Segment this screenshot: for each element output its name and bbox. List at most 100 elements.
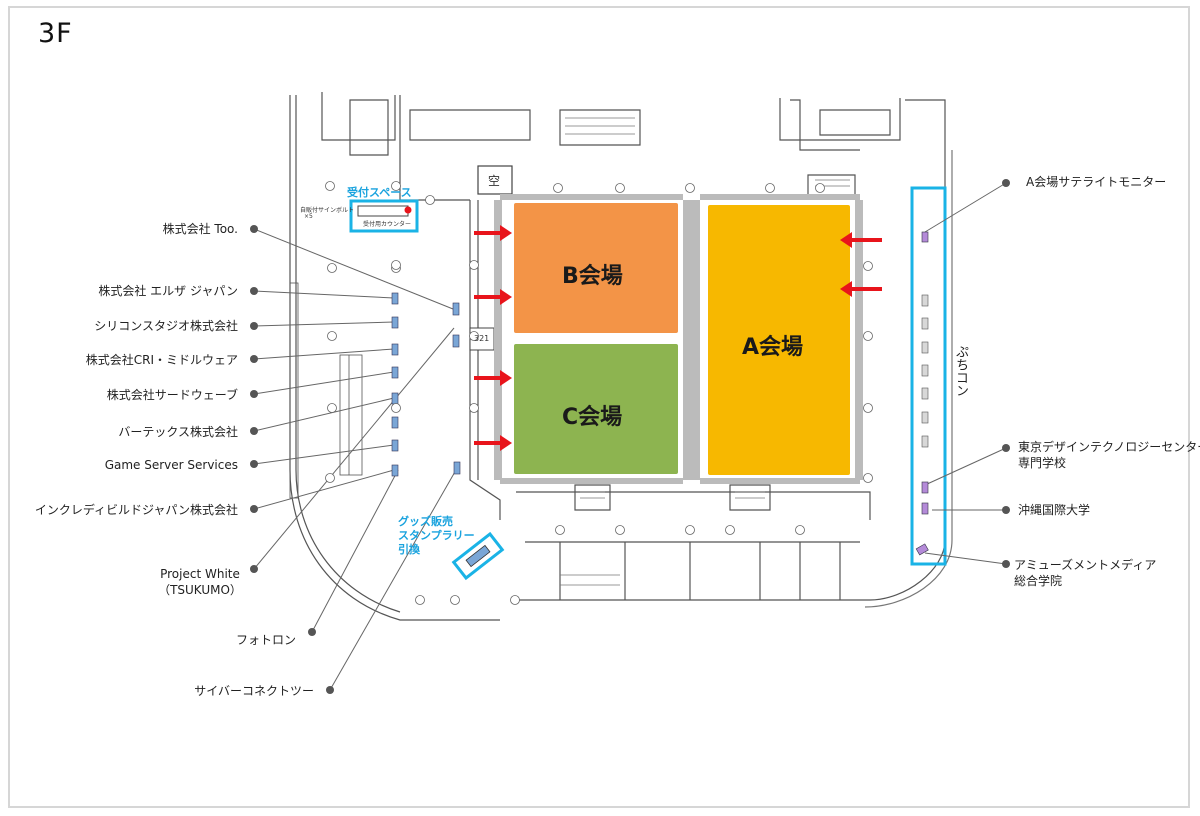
- puchicon-highlight: [910, 186, 947, 566]
- pillar: [325, 473, 335, 483]
- pillar: [815, 183, 825, 193]
- leader-dot: [250, 427, 258, 435]
- hall-frame: [494, 194, 863, 484]
- puchicon-label: ぷちコン: [953, 345, 968, 397]
- pillar: [555, 525, 565, 535]
- pillar: [615, 525, 625, 535]
- leader-line: [924, 447, 1007, 486]
- hall-c-label: C会場: [562, 405, 623, 430]
- pillar: [325, 181, 335, 191]
- exhibitor-elsa: 株式会社 エルザ ジャパン: [98, 284, 238, 298]
- booth-marker: [452, 334, 460, 348]
- hall-a-label: A会場: [742, 335, 804, 360]
- pillar: [863, 261, 873, 271]
- pillar: [553, 183, 563, 193]
- pillar: [327, 403, 337, 413]
- pillar: [863, 331, 873, 341]
- leader-line: [253, 469, 395, 510]
- entrance-arrows: [474, 225, 882, 451]
- leader-dot: [1002, 444, 1010, 452]
- booth-marker: [452, 302, 460, 316]
- exhibitor-incredibuild: インクレディビルドジャパン株式会社: [34, 503, 238, 517]
- booth-marker: [391, 366, 399, 379]
- leader-dot: [250, 287, 258, 295]
- booth-marker: [391, 439, 399, 452]
- leader-dot: [250, 355, 258, 363]
- puchicon-booth: [921, 294, 929, 307]
- puchicon-booth: [921, 341, 929, 354]
- pillar: [391, 260, 401, 270]
- pillar: [425, 195, 435, 205]
- amusement-line1: アミューズメントメディア: [1014, 558, 1157, 572]
- arrow-head: [500, 289, 512, 305]
- exhibitor-cri: 株式会社CRI・ミドルウェア: [85, 353, 238, 367]
- hall-c: [514, 344, 678, 474]
- leader-dot: [250, 322, 258, 330]
- leader-dot: [250, 225, 258, 233]
- pillar: [685, 183, 695, 193]
- booth-marker: [391, 464, 399, 477]
- stair-details: [560, 117, 850, 586]
- leader-dot: [326, 686, 334, 694]
- left-booth-grid: [289, 282, 363, 499]
- exhibitor-photron: フォトロン: [235, 633, 296, 647]
- leader-dot: [250, 460, 258, 468]
- leader-line: [329, 469, 457, 691]
- booth-marker: [391, 343, 399, 356]
- arrow-head: [840, 281, 852, 297]
- leader-dot: [1002, 506, 1010, 514]
- reception-highlight: [349, 199, 419, 233]
- project-white-line2: （TSUKUMO）: [158, 583, 242, 597]
- tokyo-design-line1: 東京デザインテクノロジーセンター: [1018, 440, 1200, 454]
- exhibitor-silicon-studio: シリコンスタジオ株式会社: [94, 319, 238, 333]
- signage-count: ×5: [304, 213, 313, 220]
- room-321-label: 321: [474, 334, 490, 343]
- pillar: [685, 525, 695, 535]
- project-white-line1: Project White: [160, 567, 240, 581]
- pillar: [795, 525, 805, 535]
- arrow-head: [840, 232, 852, 248]
- leader-dot: [1002, 560, 1010, 568]
- exhibitor-tokyo-design: 東京デザインテクノロジーセンター 専門学校: [1018, 439, 1200, 471]
- booth-marker: [391, 316, 399, 329]
- exhibitor-project-white: Project White （TSUKUMO）: [150, 566, 250, 598]
- pillar: [863, 403, 873, 413]
- puchicon-booth: [915, 543, 929, 556]
- goods-label-3: 引換: [398, 543, 420, 556]
- arrow-head: [500, 370, 512, 386]
- puchicon-booth: [921, 364, 929, 377]
- tokyo-design-line2: 専門学校: [1018, 456, 1067, 470]
- room-empty-label: 空: [488, 174, 501, 188]
- signage-label: 自販付サインボルト: [300, 207, 355, 214]
- booth-markers: [391, 292, 461, 477]
- booth-marker: [391, 292, 399, 305]
- leader-dot: [250, 505, 258, 513]
- puchicon-booth: [921, 502, 929, 515]
- leader-line: [253, 371, 395, 395]
- booth-marker: [453, 461, 461, 475]
- leader-line: [253, 228, 454, 310]
- puchicon-booth: [921, 435, 929, 448]
- exhibitor-thirdwave: 株式会社サードウェーブ: [106, 388, 238, 402]
- leader-dot: [250, 390, 258, 398]
- goods-label-1: グッズ販売: [398, 515, 453, 528]
- pillar: [615, 183, 625, 193]
- pillar: [469, 403, 479, 413]
- room-empty: [477, 165, 513, 195]
- pillar: [391, 181, 401, 191]
- exhibitor-amusement-media: アミューズメントメディア 総合学院: [1014, 557, 1156, 589]
- puchicon-booth: [921, 481, 929, 494]
- amusement-line2: 総合学院: [1014, 574, 1063, 588]
- arrow-head: [500, 435, 512, 451]
- hall-b-label: B会場: [562, 264, 623, 289]
- exhibitor-okinawa: 沖縄国際大学: [1018, 503, 1091, 517]
- exhibitor-too: 株式会社 Too.: [162, 222, 238, 236]
- exhibitor-cyberconnect2: サイバーコネクトツー: [194, 684, 314, 698]
- leader-line: [253, 397, 395, 432]
- goods-label-2: スタンプラリー: [398, 529, 475, 542]
- reception-label: 受付スペース: [347, 186, 412, 199]
- leader-dot: [308, 628, 316, 636]
- leader-line: [253, 327, 455, 570]
- pillar: [863, 473, 873, 483]
